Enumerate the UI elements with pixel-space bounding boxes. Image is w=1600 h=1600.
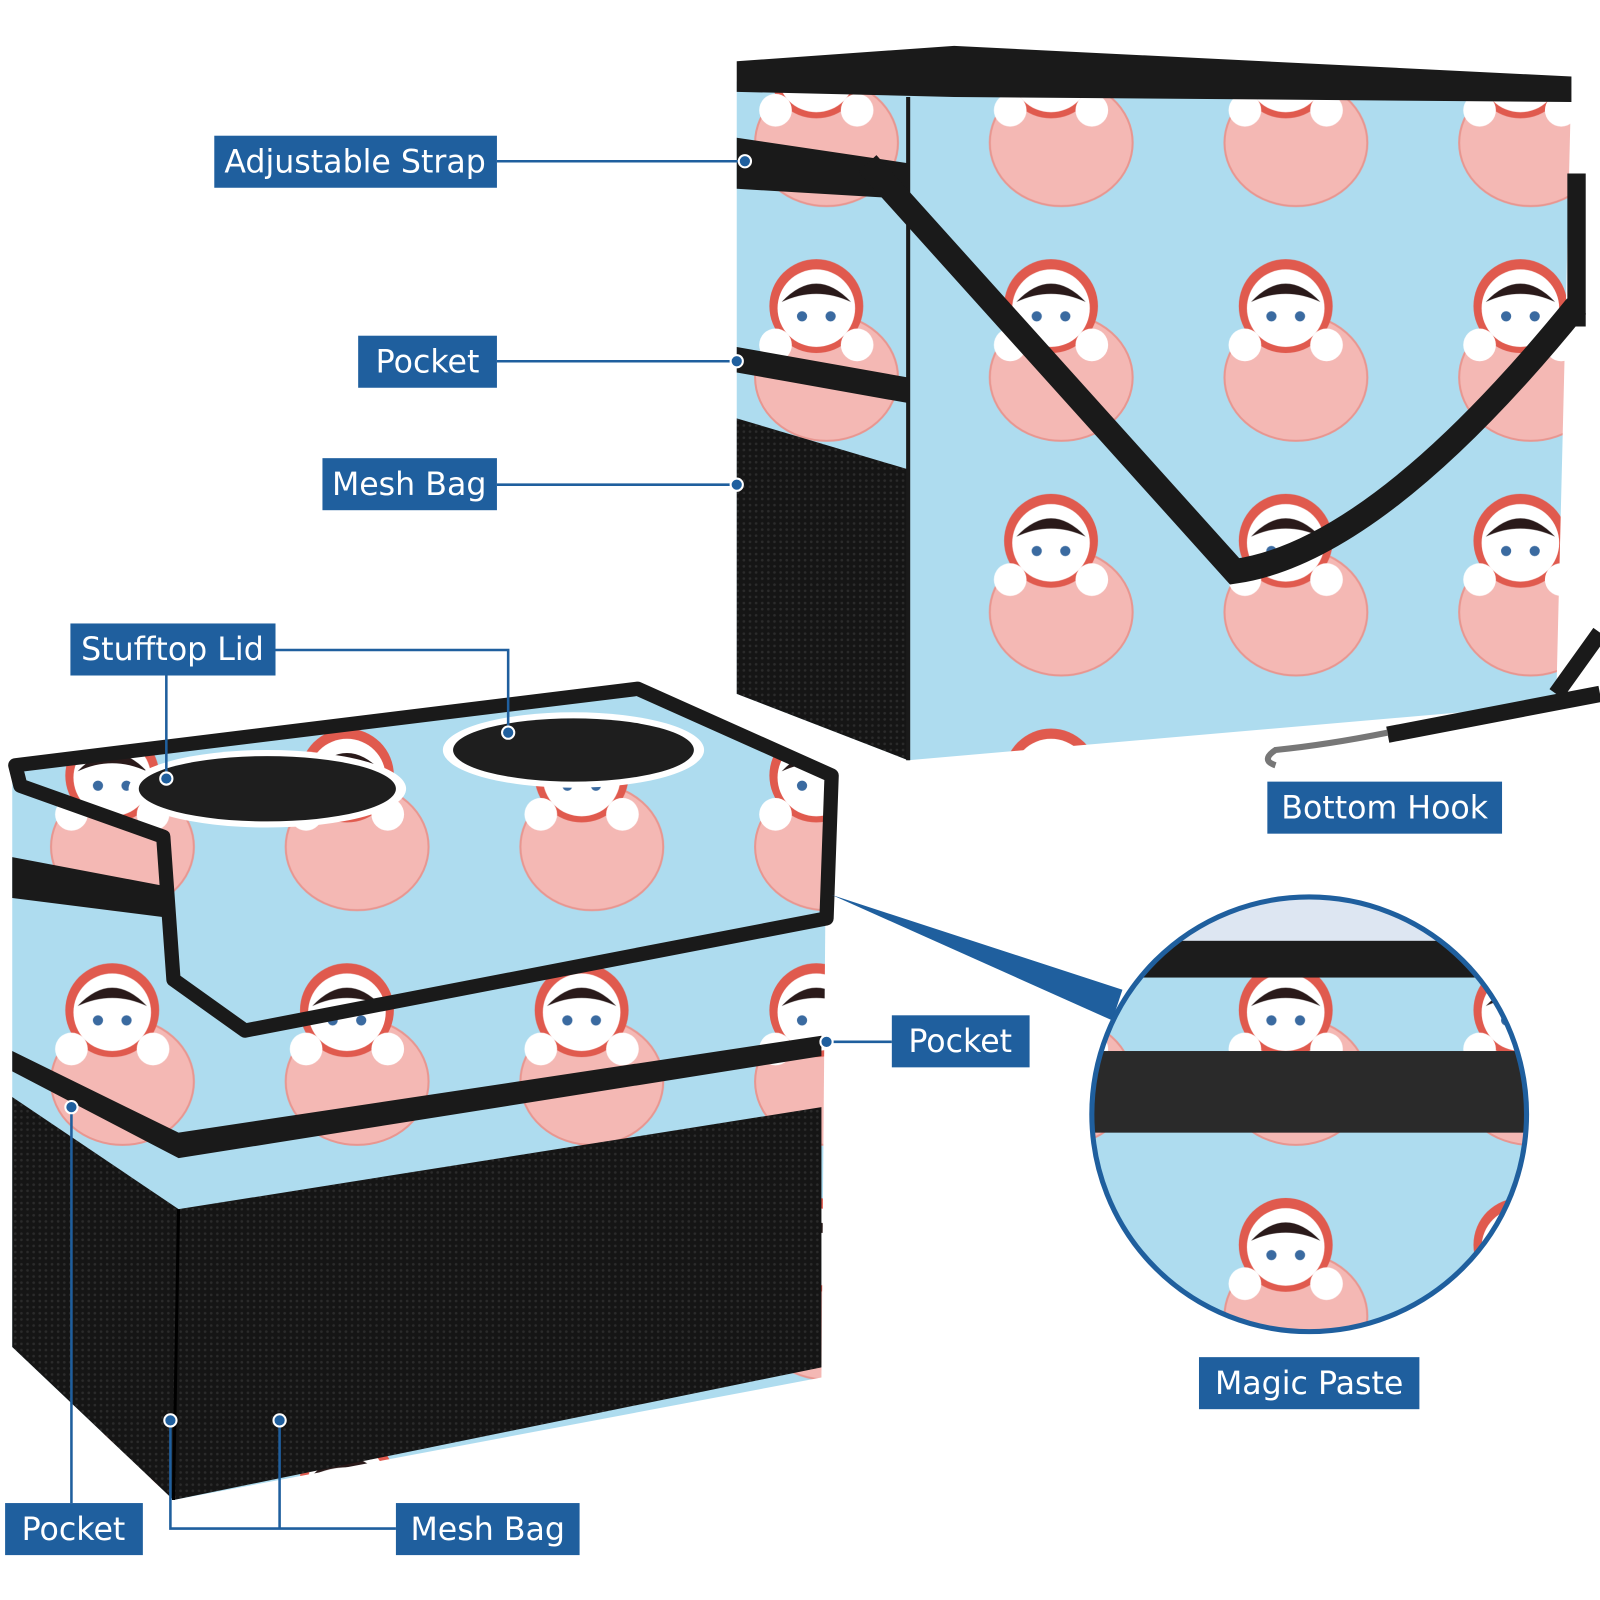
label-text: Pocket — [22, 1512, 126, 1548]
magic-paste-zoom — [831, 894, 1530, 1335]
label-mesh-bag-top: Mesh Bag — [322, 458, 497, 511]
label-text: Magic Paste — [1215, 1366, 1403, 1402]
label-bottom-hook: Bottom Hook — [1267, 781, 1503, 834]
label-text: Pocket — [908, 1024, 1012, 1060]
leader-lines — [64, 154, 892, 1530]
label-magic-paste: Magic Paste — [1198, 1357, 1420, 1410]
organizer-front-view — [8, 681, 839, 1501]
label-adjustable-strap: Adjustable Strap — [214, 135, 497, 188]
organizer-side-view — [736, 45, 1600, 769]
label-text: Mesh Bag — [332, 467, 486, 503]
label-text: Bottom Hook — [1281, 790, 1489, 826]
label-pocket-front: Pocket — [891, 1015, 1030, 1068]
label-mesh-bag-bottom: Mesh Bag — [395, 1503, 580, 1556]
label-text: Mesh Bag — [411, 1512, 565, 1548]
label-pocket-top: Pocket — [358, 335, 497, 388]
label-text: Adjustable Strap — [224, 144, 486, 180]
label-stufftop-lid: Stufftop Lid — [70, 623, 276, 676]
label-text: Pocket — [376, 344, 480, 380]
label-pocket-side: Pocket — [5, 1503, 143, 1556]
hook-icon — [1264, 729, 1389, 769]
label-text: Stufftop Lid — [81, 632, 264, 668]
